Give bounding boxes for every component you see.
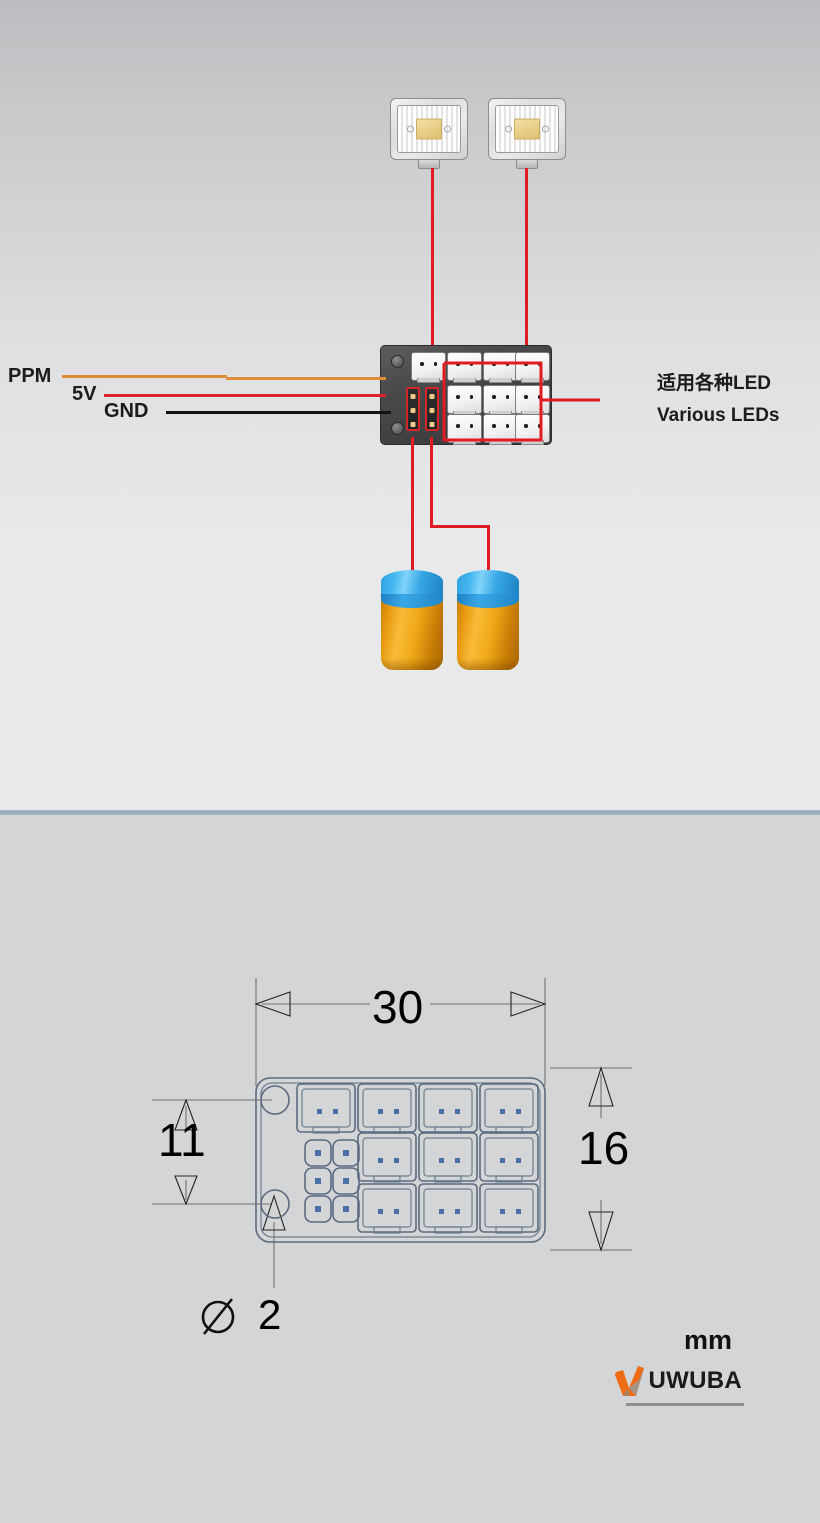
led-pad [483,352,518,383]
arrow-30-left [254,991,291,1017]
led-pad [483,385,518,416]
led-chip [416,118,442,140]
header-pin-grid [304,1139,360,1223]
label-ppm: PPM [8,365,52,387]
5v-wire [104,394,386,397]
cad-drawing: .tl{stroke:#6b7d90;stroke-width:1.2;fill… [152,978,632,1288]
arrow-30-right [510,991,547,1017]
mounting-hole-bottom [391,422,404,435]
wire-cylinder-right-seg2 [430,525,490,528]
pin-header-left [406,387,420,431]
lens-screw-right-icon [542,125,549,133]
arrow-16-top [588,1066,614,1107]
flood-lamp-right [488,98,566,169]
dimension-hole-spacing-value: 11 [158,1114,206,1166]
flood-lamp-lens [495,105,559,153]
flood-lamp-lens [397,105,461,153]
board-outline-inner [260,1082,541,1238]
led-pad [447,352,482,383]
dimension-width-value: 30 [372,981,424,1033]
arrow-diameter [262,1194,286,1231]
gnd-wire [166,411,391,414]
flood-lamp-left [390,98,468,169]
led-pad-row-top [296,1083,539,1134]
lens-screw-left-icon [407,125,414,133]
flood-lamp-housing [488,98,566,160]
brand-name: UWUBA [648,1367,742,1394]
pin-header-right [425,387,439,431]
brand-logo: UWUBA [614,1366,742,1396]
wiring-diagram-panel: PPM 5V GND 适用各种LED Various LEDs [0,0,820,815]
flood-lamp-housing [390,98,468,160]
arrow-11-top [174,1098,198,1131]
led-pad-row-bottom [357,1183,539,1234]
ppm-wire-segment-a [62,375,227,378]
board-outline [255,1077,546,1243]
logo-underline [626,1403,744,1406]
led-pad [515,352,550,383]
cylinder-led-left [381,570,443,670]
led-pad [515,385,550,416]
wire-cylinder-right-seg3 [487,525,490,579]
led-pad [483,414,518,445]
lens-screw-left-icon [505,125,512,133]
hole-diameter-callout: 2 [198,1291,281,1339]
ppm-wire-segment-b [226,377,386,380]
arrow-16-bottom [588,1211,614,1252]
cylinder-led-cap-shadow [381,594,443,608]
wire-cylinder-right-seg1 [430,437,433,527]
label-various-leds-english: Various LEDs [657,405,780,426]
cylinder-led-cap-shadow [457,594,519,608]
led-pad [447,385,482,416]
wire-floodlamp-right [525,168,528,358]
label-5v: 5V [72,383,97,405]
led-pad [447,414,482,445]
label-gnd: GND [104,400,149,422]
hole-diameter-value: 2 [258,1291,282,1338]
wire-cylinder-left [411,437,414,579]
label-various-leds-chinese: 适用各种LED [657,373,772,394]
unit-label: mm [683,1325,732,1355]
diameter-symbol-icon [201,1298,235,1335]
led-pad [411,352,446,383]
led-chip [514,118,540,140]
dimension-height-value: 16 [578,1122,630,1174]
cylinder-led-right [457,570,519,670]
arrow-11-bottom [174,1175,198,1206]
led-pad [515,414,550,445]
led-controller-pcb [380,345,552,445]
flood-lamp-connector [418,159,440,169]
uwuba-checkmark-icon [614,1366,648,1396]
dimensioned-drawing-panel: .tl{stroke:#6b7d90;stroke-width:1.2;fill… [0,818,820,1523]
led-pad-row-middle [357,1132,539,1183]
mounting-hole-top [391,355,404,368]
wire-floodlamp-left [431,168,434,358]
lens-screw-right-icon [444,125,451,133]
